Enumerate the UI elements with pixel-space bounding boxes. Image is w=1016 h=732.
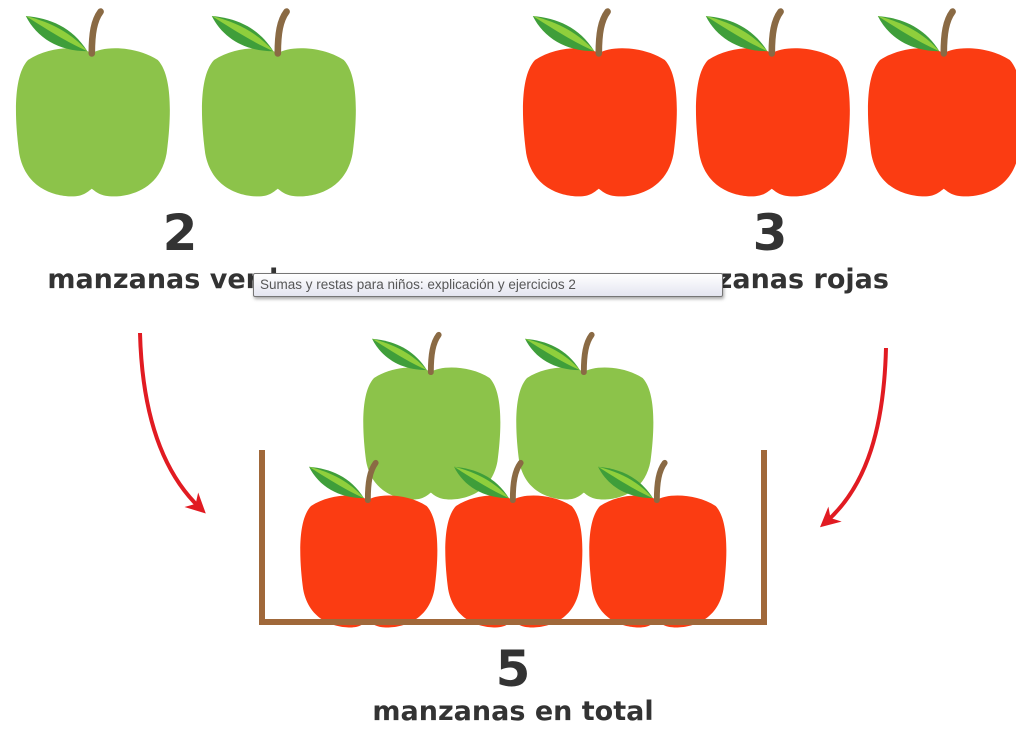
- basket: [259, 450, 767, 625]
- green-apple-1: [15, 12, 170, 197]
- total-label: manzanas en total: [372, 696, 654, 727]
- title-tooltip: Sumas y restas para niños: explicación y…: [253, 273, 723, 297]
- red-apple-1: [522, 12, 677, 197]
- red-apple-3: [867, 12, 1016, 197]
- green-count: 2: [162, 204, 198, 262]
- left-arrow: [138, 332, 206, 514]
- green-apple-2: [201, 12, 356, 197]
- basket-green-apple-2: [516, 335, 654, 500]
- total-count: 5: [495, 640, 531, 698]
- right-arrow: [820, 347, 888, 528]
- red-apple-2: [695, 12, 850, 197]
- red-count: 3: [752, 204, 788, 262]
